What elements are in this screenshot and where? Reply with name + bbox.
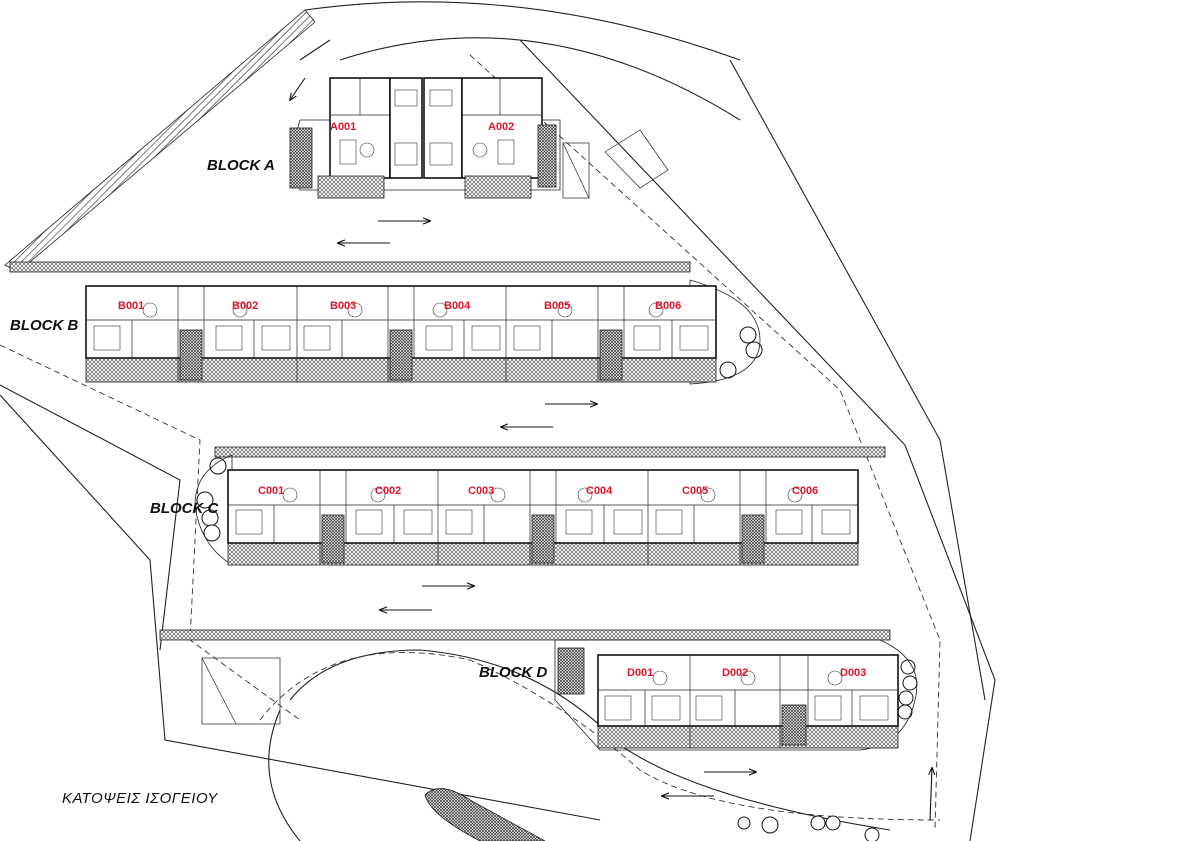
block-a-label: BLOCK A (207, 157, 275, 174)
unit-label: B004 (444, 300, 471, 312)
block-b (85, 279, 761, 385)
unit-label: B003 (330, 300, 356, 312)
drawing-caption: ΚΑΤΟΨΕΙΣ ΙΣΟΓΕΙΟΥ (62, 790, 218, 807)
unit-label: C005 (682, 485, 708, 497)
block-d (554, 639, 918, 751)
unit-label: A001 (330, 121, 356, 133)
walkways (9, 261, 891, 641)
unit-label: B005 (544, 300, 570, 312)
unit-label: D002 (722, 667, 748, 679)
unit-label: C001 (258, 485, 284, 497)
block-d-label: BLOCK D (479, 664, 547, 681)
block-c-label: BLOCK C (150, 500, 219, 517)
unit-label: C004 (586, 485, 613, 497)
unit-label: C006 (792, 485, 818, 497)
unit-label: B006 (655, 300, 681, 312)
unit-label: C002 (375, 485, 401, 497)
block-c (194, 454, 859, 566)
block-a (289, 77, 561, 199)
unit-label: B001 (118, 300, 144, 312)
unit-label: C003 (468, 485, 494, 497)
unit-label: A002 (488, 121, 514, 133)
traffic-arrows (290, 77, 932, 821)
unit-label: D001 (627, 667, 653, 679)
unit-label: B002 (232, 300, 258, 312)
block-b-label: BLOCK B (10, 317, 78, 334)
unit-label: D003 (840, 667, 866, 679)
